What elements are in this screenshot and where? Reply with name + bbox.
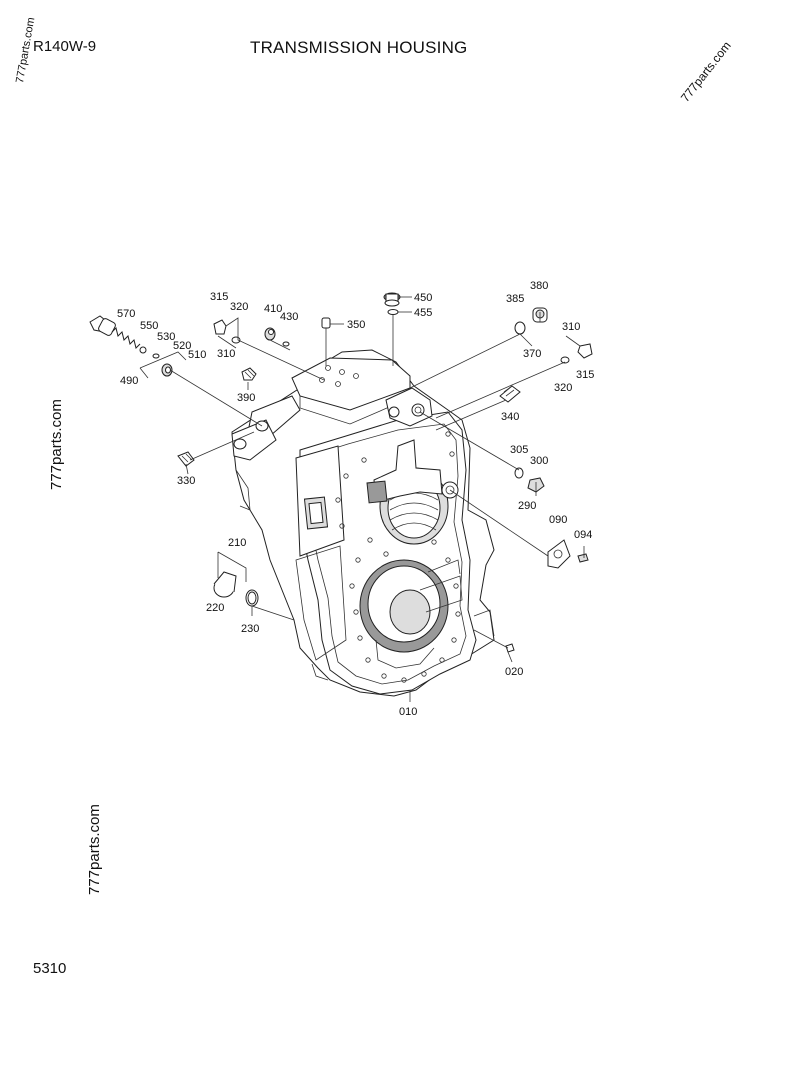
callout-520: 520 — [173, 340, 191, 352]
callout-380: 380 — [530, 280, 548, 292]
callout-320: 320 — [230, 301, 248, 313]
callout-020: 020 — [505, 666, 523, 678]
callout-310-right: 310 — [562, 321, 580, 333]
callout-210: 210 — [228, 537, 246, 549]
model-label: R140W-9 — [33, 38, 97, 55]
callout-410: 410 — [264, 303, 282, 315]
callout-300: 300 — [530, 455, 548, 467]
page-code: 5310 — [33, 960, 67, 977]
callout-220: 220 — [206, 602, 224, 614]
callout-230: 230 — [241, 623, 259, 635]
callout-490: 490 — [120, 375, 138, 387]
small-parts — [89, 292, 593, 653]
callout-315-right: 315 — [576, 369, 594, 381]
callout-330: 330 — [177, 475, 195, 487]
callout-320-right: 320 — [554, 382, 572, 394]
callout-530: 530 — [157, 331, 175, 343]
page-title: TRANSMISSION HOUSING — [250, 38, 468, 57]
callout-350: 350 — [347, 319, 365, 331]
callout-510: 510 — [188, 349, 206, 361]
callout-090: 090 — [549, 514, 567, 526]
flange-bolt-holes — [335, 431, 461, 683]
callout-010: 010 — [399, 706, 417, 718]
callout-455: 455 — [414, 307, 432, 319]
leader-lines — [139, 296, 585, 702]
callout-390: 390 — [237, 392, 255, 404]
callout-550: 550 — [140, 320, 158, 332]
callout-labels: 570 550 530 520 510 490 315 320 310 410 … — [117, 280, 594, 718]
callout-570: 570 — [117, 308, 135, 320]
callout-370: 370 — [523, 348, 541, 360]
callout-450: 450 — [414, 292, 432, 304]
callout-340: 340 — [501, 411, 519, 423]
callout-385: 385 — [506, 293, 524, 305]
callout-430: 430 — [280, 311, 298, 323]
callout-094: 094 — [574, 529, 592, 541]
callout-310: 310 — [217, 348, 235, 360]
transmission-housing — [231, 349, 495, 697]
callout-305: 305 — [510, 444, 528, 456]
callout-315: 315 — [210, 291, 228, 303]
callout-290: 290 — [518, 500, 536, 512]
